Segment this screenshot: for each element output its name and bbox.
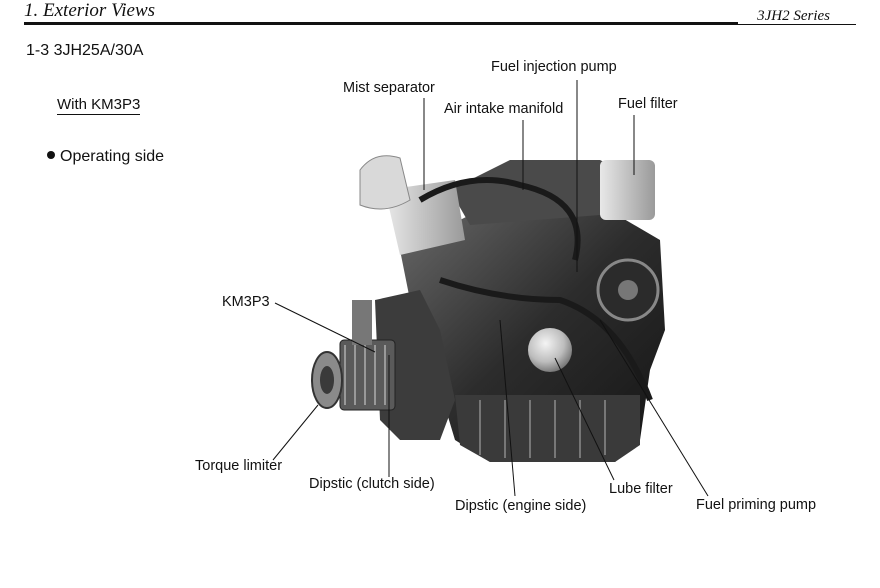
leader-torque-limiter	[272, 404, 319, 461]
header-rule	[24, 22, 738, 25]
label-fuel-priming-pump: Fuel priming pump	[696, 497, 817, 513]
lube-filter-body	[528, 328, 572, 372]
page-title: 1-3 3JH25A/30A	[26, 42, 144, 59]
leader-fuel-priming-pump	[599, 319, 709, 497]
label-lube-filter: Lube filter	[609, 481, 673, 497]
leader-km3p3	[274, 302, 376, 353]
section-heading: 1. Exterior Views	[24, 0, 156, 21]
leader-lube-filter	[554, 357, 615, 481]
label-km3p3: KM3P3	[222, 294, 270, 310]
label-fuel-injection-pump: Fuel injection pump	[491, 59, 617, 75]
bullet-text: Operating side	[60, 148, 165, 165]
fuel-filter-body	[600, 160, 655, 220]
label-dipstic-engine: Dipstic (engine side)	[455, 498, 587, 514]
mount-bracket	[352, 300, 372, 345]
bullet-item: Operating side	[47, 148, 164, 166]
torque-limiter-body	[339, 339, 396, 411]
label-air-intake-manifold: Air intake manifold	[444, 101, 564, 117]
label-fuel-filter: Fuel filter	[618, 96, 678, 112]
oil-pan	[455, 395, 640, 462]
return-hose	[439, 277, 653, 402]
intake-elbow	[359, 155, 411, 210]
series-label: 3JH2 Series	[757, 8, 830, 24]
page-subtitle: With KM3P3	[57, 96, 141, 115]
label-torque-limiter: Torque limiter	[195, 458, 283, 474]
label-dipstic-clutch: Dipstic (clutch side)	[309, 476, 435, 492]
bullet-dot-icon	[47, 150, 55, 159]
header-rule-right	[738, 24, 856, 25]
leader-dipstic-engine	[499, 319, 516, 497]
label-mist-separator: Mist separator	[343, 80, 435, 96]
fuel-hose	[418, 177, 581, 261]
